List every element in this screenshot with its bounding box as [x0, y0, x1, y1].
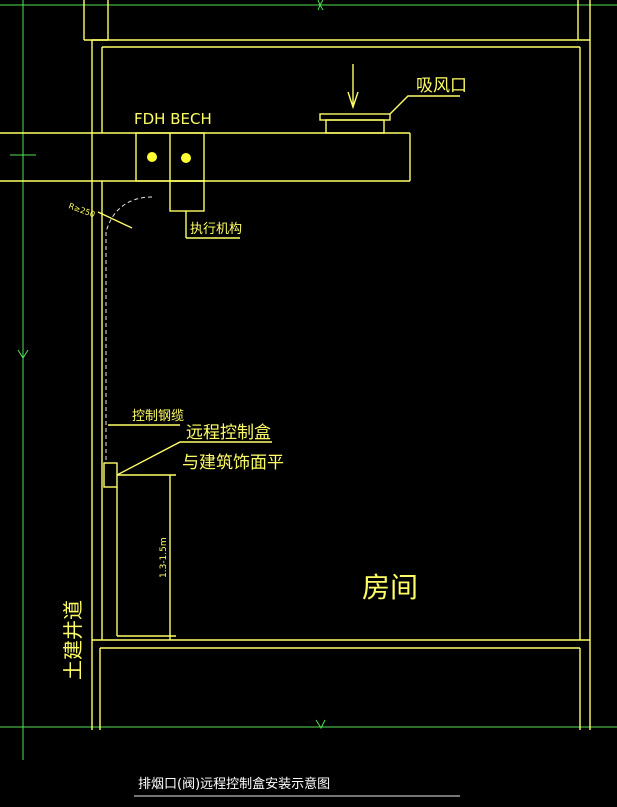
intake-label: 吸风口	[416, 76, 467, 96]
fdh-damper	[135, 132, 205, 182]
cable-label: 控制钢缆	[132, 408, 184, 424]
actuator-label: 执行机构	[190, 222, 242, 237]
radius-leader	[97, 211, 133, 229]
smoke-duct	[0, 132, 411, 182]
room-label: 房间	[362, 571, 418, 604]
room-walls	[83, 0, 591, 730]
damper-dot-right	[181, 153, 191, 163]
height-label: 1.3-1.5m	[159, 537, 169, 578]
remote-box-leader	[116, 441, 272, 476]
actuator-box	[169, 180, 205, 212]
dimension-lines	[0, 0, 617, 760]
remote-box-label-line2: 与建筑饰面平	[182, 453, 284, 473]
fdh-bech-label: FDH BECH	[134, 110, 212, 128]
remote-control-box	[103, 462, 118, 488]
remote-box-label-line1: 远程控制盒	[186, 423, 271, 443]
caption: 排烟口(阀)远程控制盒安装示意图	[138, 776, 330, 792]
shaft-label: 土建井道	[61, 600, 85, 680]
height-dimension	[116, 474, 176, 640]
intake-grille	[319, 64, 460, 134]
intake-leader	[389, 95, 460, 115]
damper-dot-left	[147, 152, 157, 162]
control-cable	[105, 196, 180, 462]
